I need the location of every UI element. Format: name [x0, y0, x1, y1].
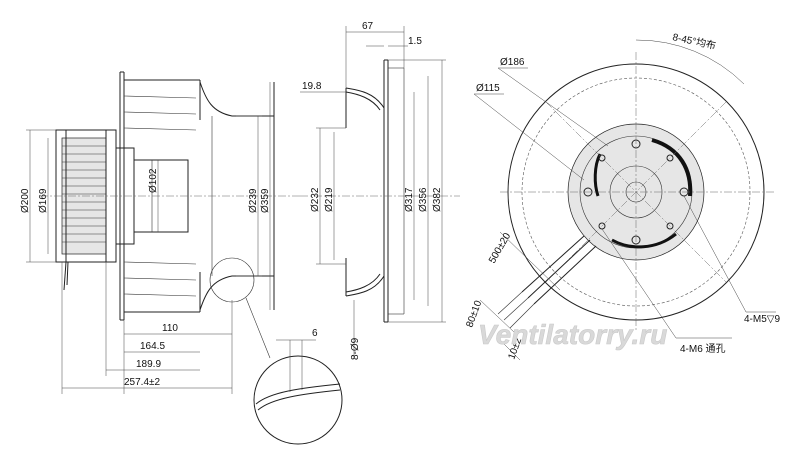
label-len164: 164.5 [140, 341, 165, 352]
label-holes: 8-Ø9 [350, 337, 361, 360]
label-angle: 8-45°均布 [671, 31, 717, 52]
label-cable: 500±20 [487, 231, 513, 266]
label-d317: Ø317 [404, 187, 415, 212]
label-m6: 4-M6 通孔 [680, 343, 726, 355]
label-w15: 1.5 [408, 36, 422, 47]
nozzle-view: 67 1.5 19.8 Ø232 Ø219 Ø317 Ø356 Ø382 8-Ø… [300, 21, 460, 360]
label-d359: Ø359 [260, 188, 271, 213]
front-view: 8-45°均布 Ø186 Ø115 500±20 80±10 10±2 4-M5… [464, 31, 780, 361]
watermark: Ventilatorry.ru [478, 319, 667, 350]
label-d186: Ø186 [500, 57, 525, 68]
label-d239: Ø239 [248, 188, 259, 213]
label-d382: Ø382 [432, 187, 443, 212]
side-view: Ø200 Ø169 Ø102 Ø239 Ø359 110 164.5 189.9… [20, 71, 343, 445]
label-d219: Ø219 [324, 187, 335, 212]
label-detail6: 6 [312, 328, 318, 339]
label-m5: 4-M5▽9 [744, 314, 780, 325]
label-len257: 257.4±2 [124, 377, 161, 388]
label-w198: 19.8 [302, 81, 322, 92]
label-d232: Ø232 [310, 187, 321, 212]
label-d102: Ø102 [148, 168, 159, 193]
label-len189: 189.9 [136, 359, 161, 370]
label-w67: 67 [362, 21, 374, 32]
label-d200: Ø200 [20, 188, 31, 213]
label-d169: Ø169 [38, 188, 49, 213]
label-len110: 110 [162, 323, 178, 334]
label-d356: Ø356 [418, 187, 429, 212]
detail-circle [253, 355, 343, 445]
label-d115: Ø115 [476, 83, 500, 94]
